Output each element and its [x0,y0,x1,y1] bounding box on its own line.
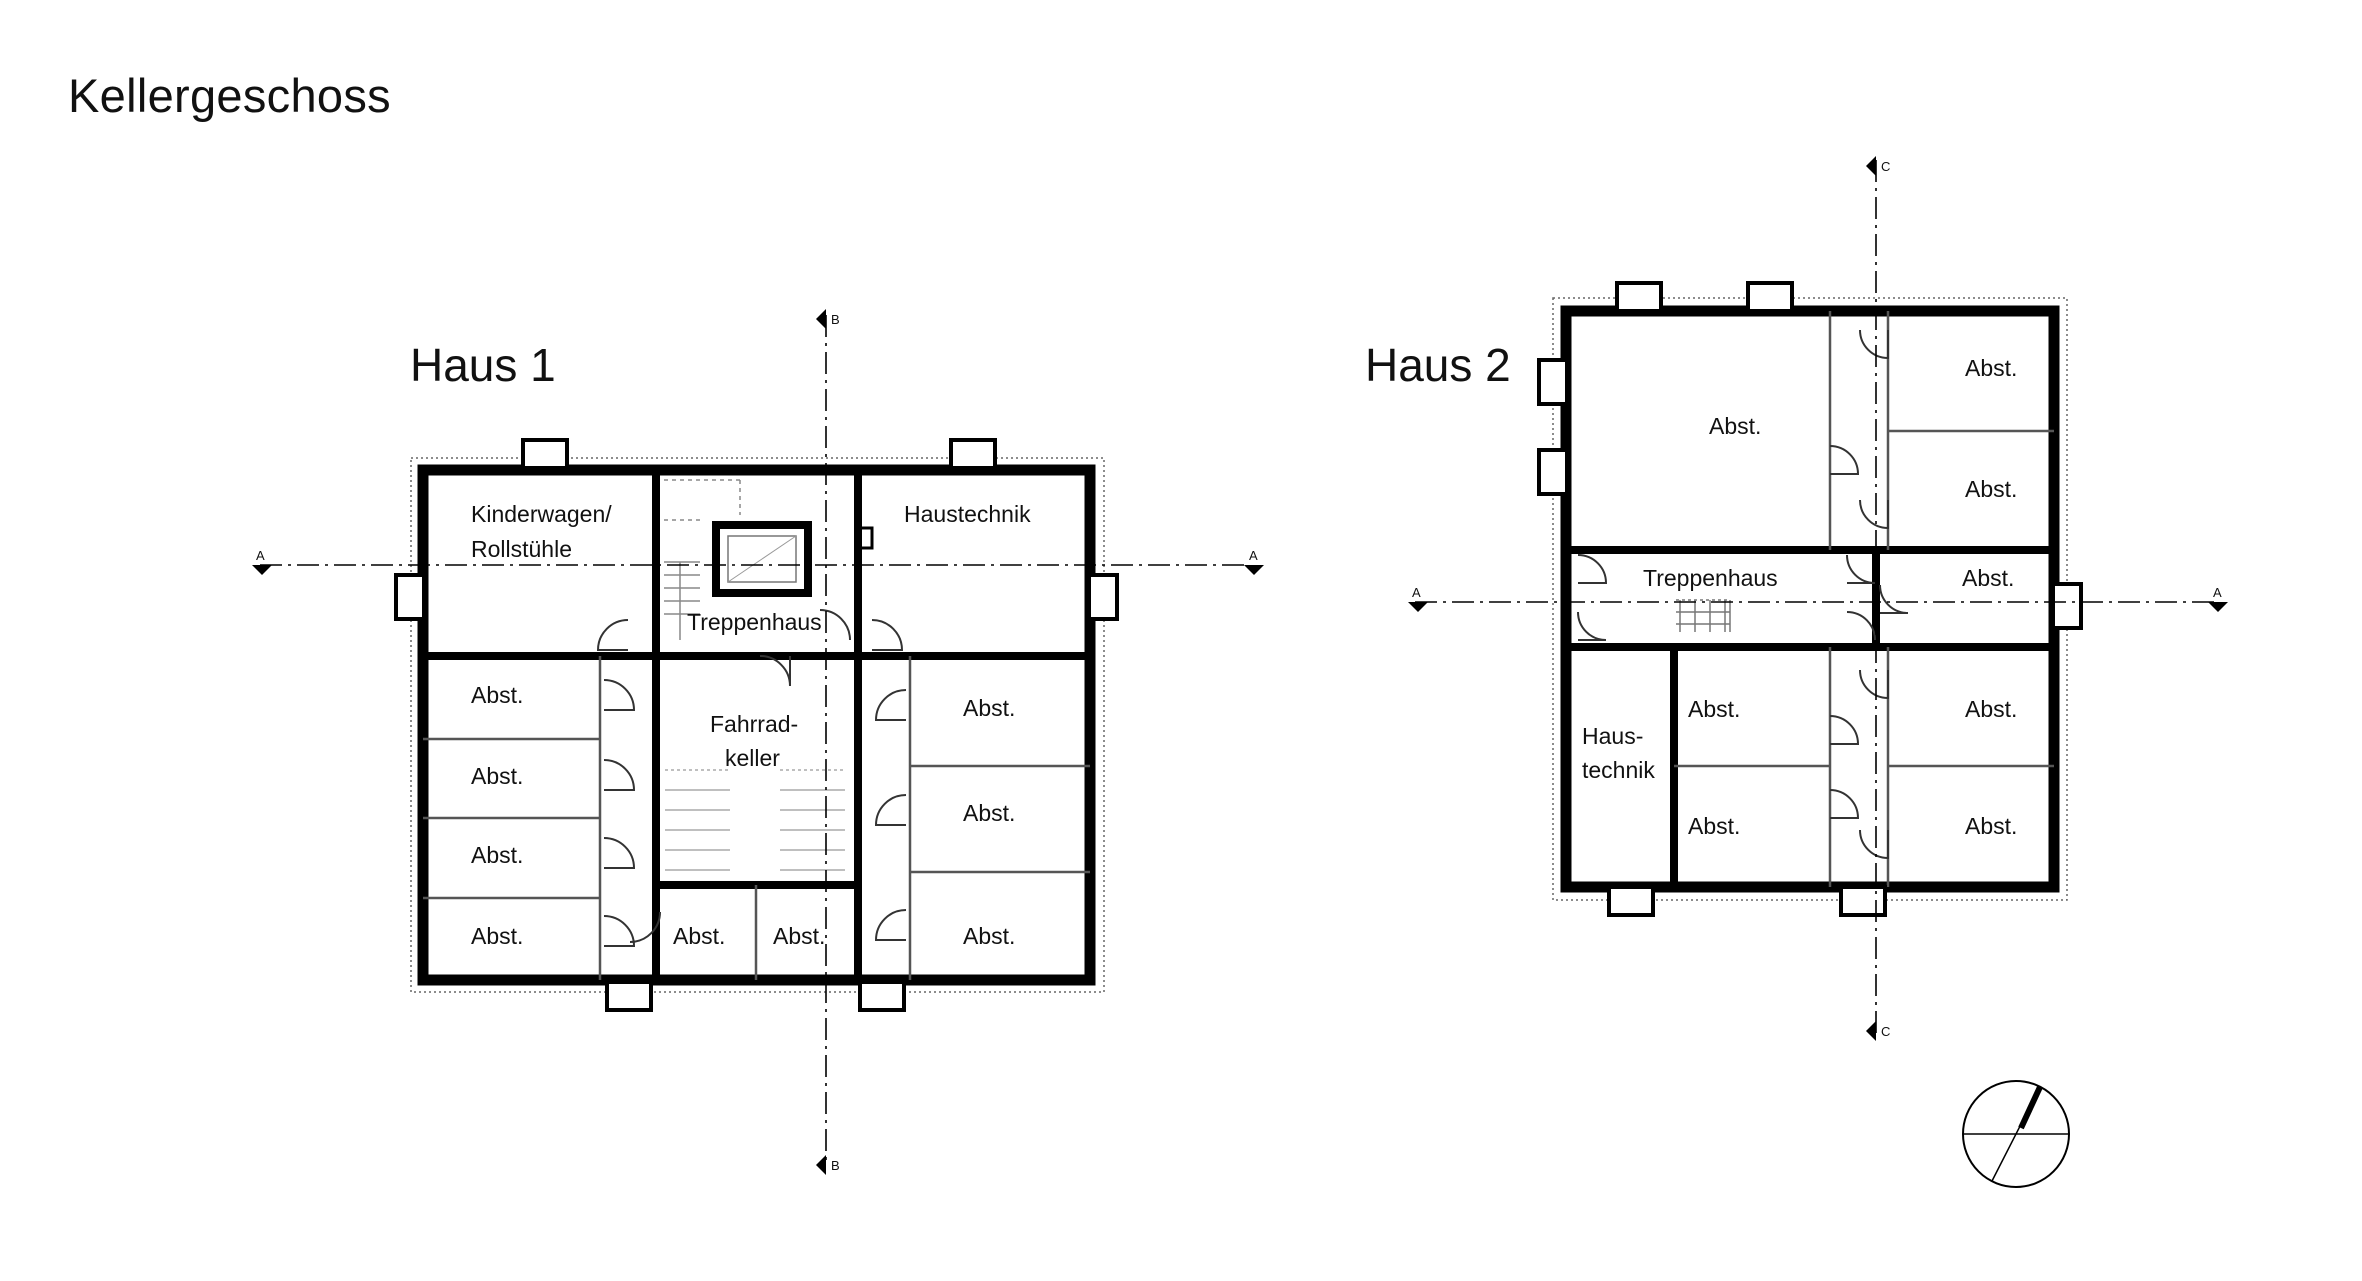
room-label-haustechnik: Haustechnik [904,501,1031,527]
room-label-abst: Abst. [471,842,523,868]
section-marker-icon: A A C C [1408,156,2228,1041]
room-label-treppenhaus: Treppenhaus [687,609,822,635]
stair-icon [664,479,741,640]
room-label-abst: Abst. [471,763,523,789]
light-wells [394,438,1119,1012]
room-label-abst: Abst. [1965,813,2017,839]
haus-1-interior-walls [423,470,1090,980]
haus-2-plan: Abst. Abst. Abst. Treppenhaus Abst. Haus… [1537,281,2083,917]
section-lines-haus-1 [260,315,1250,1165]
room-label-abst: Abst. [963,923,1015,949]
light-wells [1537,281,2083,917]
room-label-abst: Abst. [1965,476,2017,502]
room-label-abst: Abst. [1688,696,1740,722]
svg-text:B: B [831,312,840,327]
haus-1-outline [410,457,1105,993]
room-label-kinderwagen: Kinderwagen/ [471,501,612,527]
svg-text:C: C [1881,159,1890,174]
svg-text:A: A [256,548,265,563]
room-label-abst: Abst. [773,923,825,949]
room-label-abst: Abst. [1962,565,2014,591]
room-label-haustechnik: Haus- [1582,723,1643,749]
room-label-abst: Abst. [471,682,523,708]
room-label-abst: Abst. [471,923,523,949]
bike-racks [665,769,845,871]
svg-text:B: B [831,1158,840,1173]
door-swing-icon [596,609,907,947]
haus-2-title: Haus 2 [1365,339,1511,391]
room-label-technik: technik [1582,757,1655,783]
elevator-cabin [727,535,797,583]
svg-text:A: A [2213,585,2222,600]
room-label-abst: Abst. [963,695,1015,721]
haus-1-plan: Kinderwagen/ Rollstühle Haustechnik Trep… [394,438,1119,1012]
room-label-abst: Abst. [963,800,1015,826]
room-label-abst: Abst. [1965,696,2017,722]
door-swing-icon [1577,329,1909,860]
room-label-treppenhaus: Treppenhaus [1643,565,1778,591]
room-label-abst: Abst. [673,923,725,949]
haus-2-outer-wall [1560,305,2060,893]
haus-1-title: Haus 1 [410,339,556,391]
haus-1-partitions [423,656,1090,980]
svg-text:A: A [1412,585,1421,600]
svg-text:A: A [1249,548,1258,563]
room-label-abst: Abst. [1965,355,2017,381]
section-lines-haus-2 [1415,160,2215,1035]
north-arrow-icon [1962,1080,2070,1188]
room-label-fahrrad: Fahrrad- [710,711,798,737]
stair-icon [1676,599,1731,632]
section-marker-icon: A A B B [252,309,1264,1175]
svg-text:C: C [1881,1024,1890,1039]
page-title: Kellergeschoss [68,69,391,122]
room-label-keller: keller [725,745,780,771]
room-label-abst: Abst. [1709,413,1761,439]
room-label-abst: Abst. [1688,813,1740,839]
room-label-rollstuehle: Rollstühle [471,536,572,562]
